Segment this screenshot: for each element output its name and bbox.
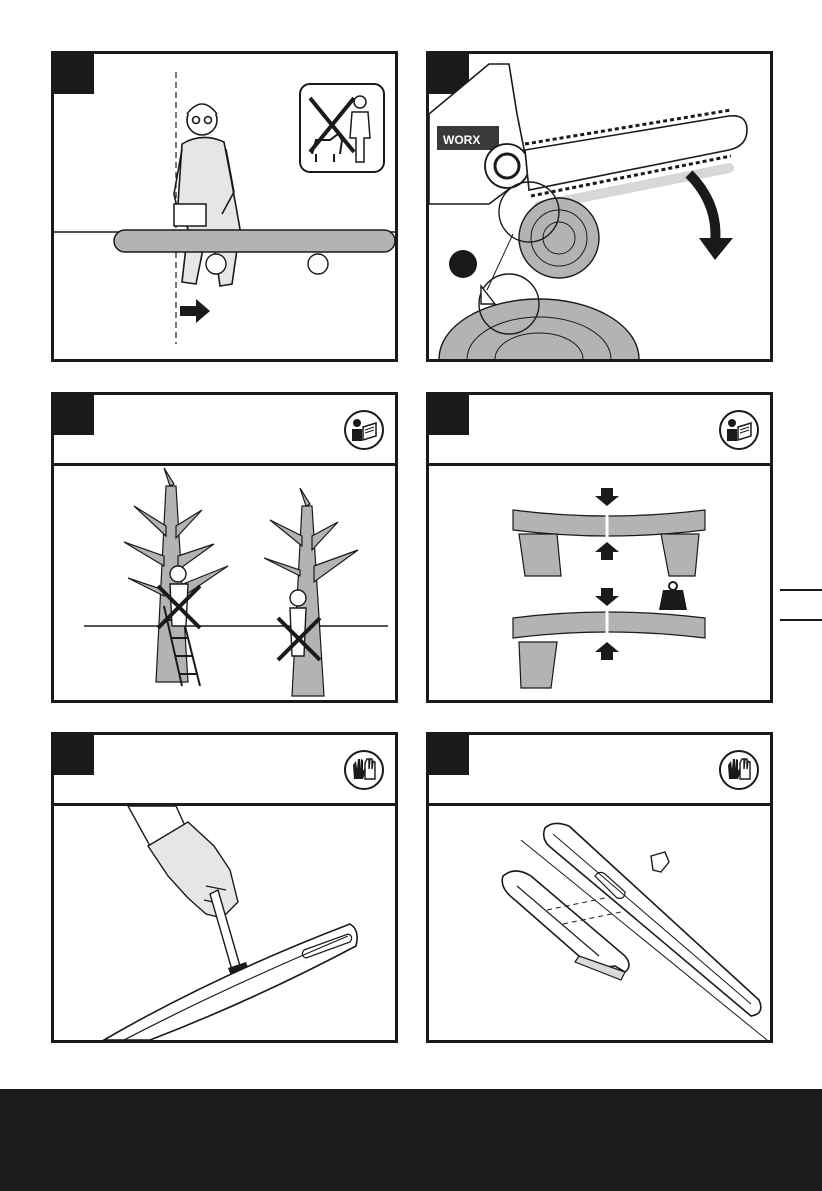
direction-arrow [180,299,210,323]
figure-panel-chainsaw: WORX [426,51,773,362]
figure-panel-log-support [426,392,773,703]
no-bystanders-icon [300,84,384,172]
read-manual-icon [343,409,385,451]
chainsaw-illustration: WORX [429,54,770,359]
felling-stance-illustration [54,54,395,359]
figure-number-badge [429,735,469,775]
edge-tab-mark-bottom [780,619,822,621]
kickback-zone-icon [449,250,477,278]
read-manual-icon [718,409,760,451]
figure-number-badge [54,395,94,435]
figure-number-badge [54,735,94,775]
bar-cleaning-illustration [54,806,395,1040]
brand-label: WORX [443,133,480,147]
log [114,230,395,252]
weight-icon [659,582,687,610]
figure-panel-no-climbing [51,392,398,703]
figure-panel-felling-stance [51,51,398,362]
log-support-illustration [429,466,770,700]
tree-climbing-illustration [54,466,395,700]
wear-gloves-icon [718,749,760,791]
edge-tab-mark-top [780,589,822,591]
figure-panel-bar-assembly [426,732,773,1043]
figure-panel-bar-cleaning [51,732,398,1043]
figure-number-badge [429,395,469,435]
page-footer-band [0,1089,822,1191]
wear-gloves-icon [343,749,385,791]
bar-assembly-illustration [429,806,770,1040]
